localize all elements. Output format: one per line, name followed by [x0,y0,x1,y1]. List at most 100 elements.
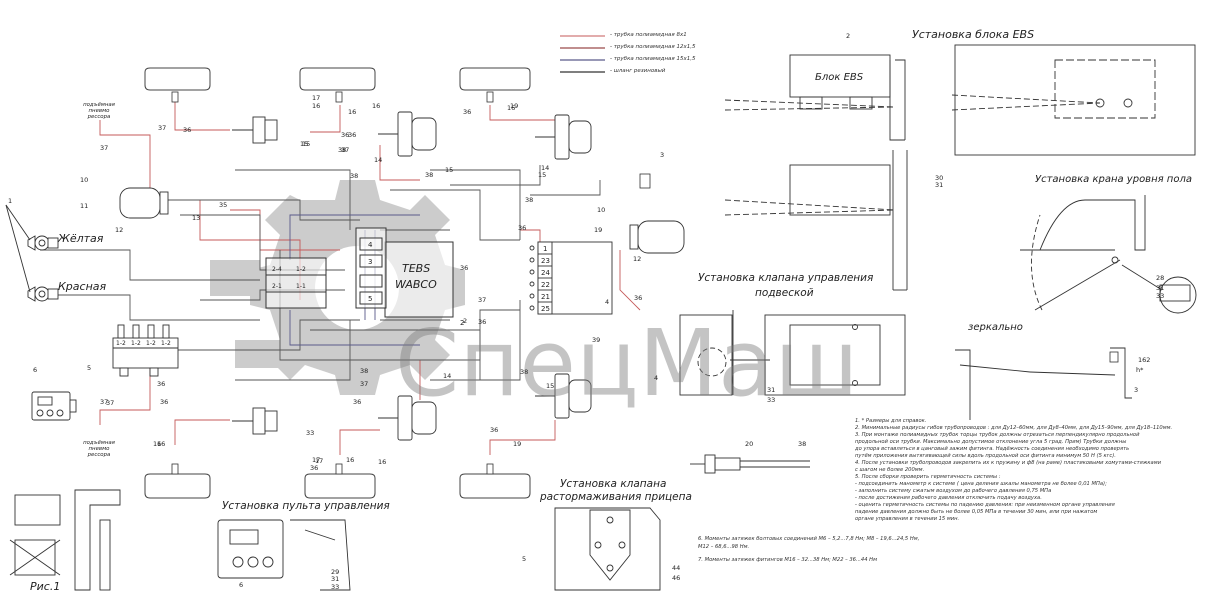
callout-number: 36 [183,126,191,134]
callout-number: 15 [300,140,308,148]
callout-number: 36 [310,464,318,472]
note-line: - подсоединить манометр к системе ( цена… [855,481,1107,487]
air-receiver-right [637,220,685,254]
callout-number: 36 [463,108,471,116]
callout-number: 15 [538,171,546,179]
callout-number: 16 [153,440,161,448]
control-panel-installation [217,519,351,591]
callout-number: 36 [341,131,349,139]
callout-number: 12 [115,226,123,234]
callout-number: 19 [594,226,602,234]
callout-number: 4 [605,298,609,306]
callout-number: 31 [1156,284,1164,292]
brake-chambers [232,111,592,441]
callout-number: 2 [463,317,467,325]
note-line: 3. При монтаже полиамидных трубок торцы … [855,432,1140,438]
brake-chamber-bottom-right [535,373,592,419]
title-mirror: зеркально [968,322,1023,333]
callout-number: 29 [331,568,339,576]
callout-number: 16 [346,456,354,464]
watermark-text: СпецМаш [395,310,859,417]
note-line: 1. * Размеры для справок. [855,418,927,424]
valve-port-label: 2-1 [272,283,282,290]
callout-number: h* [1136,366,1144,374]
note-line: продольной оси трубки. Максимально допус… [855,439,1127,445]
callout-number: 38 [338,146,346,154]
tebs-port-numbers: 4 3 5 2 [368,241,464,327]
torque-note-2: 7. Моменты затяжек фитингов М16 – 32...3… [698,557,877,563]
callout-number: 17 [312,94,320,102]
callout-number: 16 [157,440,165,448]
brake-chamber-top-center [378,111,437,157]
port-block [529,241,613,315]
panel-port-label: 1-2 [116,340,126,347]
brake-chamber-bottom-left [232,407,278,435]
legend-item-8x1: - трубка полиамидная 8х1 [610,32,687,38]
torque-note-1: 6. Моменты затяжек болтовых соединений М… [698,536,920,542]
tebs-port-label: 3 [368,258,372,266]
callout-number: 38 [425,171,433,179]
coupling-yellow-icon [27,235,59,251]
callout-number: 31 [767,386,775,394]
title-control-panel: Установка пульта управления [222,500,390,512]
panel-port-label: 1-2 [131,340,141,347]
callout-number: 38 [798,440,806,448]
air-spring-tag-bottom: подъёмная пневмо рессора [83,440,115,458]
note-line: путём приложения вытягивающей силы вдоль… [855,453,1116,459]
callout-number: 19 [510,102,518,110]
callout-number: 11 [80,202,88,210]
callout-number: 36 [348,131,356,139]
tebs-port-label: 2 [460,319,464,327]
fig-label: Рис.1 [30,580,61,593]
yellow-coupling-label: Жёлтая [57,232,104,245]
callout-number: 37 [360,380,368,388]
port-label: 24 [541,269,550,277]
port-label: 21 [541,293,550,301]
callout-number: 13 [192,214,200,222]
callout-number: 10 [80,176,88,184]
pipe-network [40,102,641,455]
callout-number: 38 [360,367,368,375]
callout-number: 15 [302,140,310,148]
callout-number: 36 [460,264,468,272]
callout-number: 35 [219,201,227,209]
callout-number: 37 [158,124,166,132]
callout-number: 44 [672,564,680,572]
brake-chamber-top-right [535,114,592,160]
title-suspension-valve-2: подвеской [755,287,814,299]
callout-number: 33 [1156,292,1164,300]
callout-number: 1 [8,197,12,205]
callout-number: 14 [443,372,451,380]
callout-number: 36 [490,426,498,434]
callout-number: 46 [672,574,680,582]
callout-number: 37 [341,146,349,154]
tebs-port-label: 5 [368,295,372,303]
fitting-detail [690,454,810,474]
release-valve-installation [554,507,661,591]
callout-number: 19 [513,440,521,448]
port-label: 25 [541,305,550,313]
ebs-installation [724,44,1196,291]
title-level-valve: Установка крана уровня пола [1035,174,1192,185]
air-spring-tag-top: подъёмная пневмо рессора [83,102,115,120]
callout-number: 16 [348,108,356,116]
callout-number: 30 [935,174,943,182]
tebs-port-label: 4 [368,241,373,249]
suspension-valve-installation [679,310,1132,420]
callout-number: 5 [522,555,526,563]
callout-number: 16 [378,458,386,466]
note-line: - после достижения рабочего давления отк… [855,495,1042,501]
brake-chamber-top-left [232,116,278,144]
callout-number: 12 [633,255,641,263]
title-suspension-valve-1: Установка клапана управления [698,272,874,284]
control-unit-6 [31,391,77,421]
callout-number: 36 [634,294,642,302]
note-line: до упора вставляться в цанговый зажим фи… [855,446,1130,452]
note-line: 2. Минимальные радиусы гибов трубопровод… [855,425,1173,431]
fig1-bracket-detail [9,489,121,591]
callout-number: 31 [331,575,339,583]
callout-number: 31 [935,181,943,189]
technical-notes: 1. * Размеры для справок. 2. Минимальные… [855,418,1210,523]
callout-number: 5 [87,364,91,372]
note-line: 5. После сборки проверить герметичность … [855,474,1001,480]
